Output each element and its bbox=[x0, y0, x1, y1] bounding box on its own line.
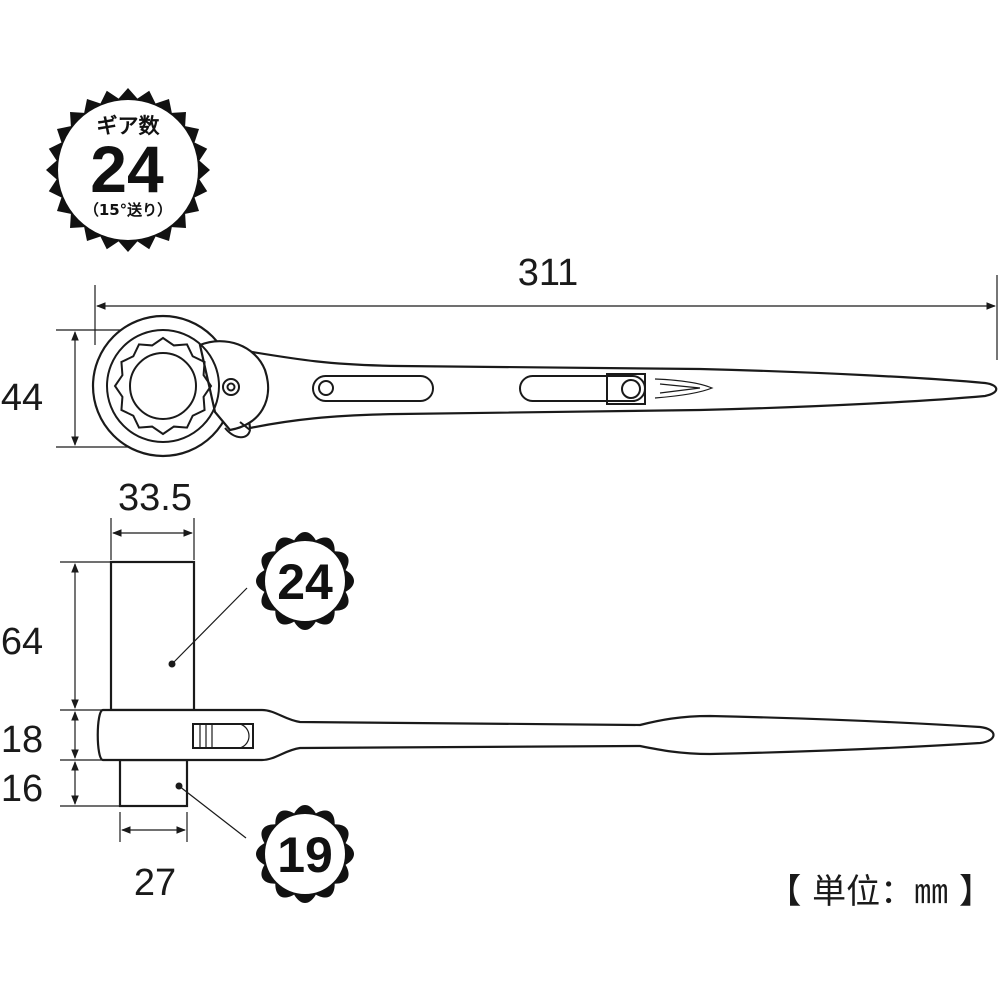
overall-length-label: 311 bbox=[518, 252, 579, 294]
small-socket-size: 19 bbox=[277, 827, 333, 883]
wrench-side-view bbox=[96, 560, 995, 808]
wrench-top-view bbox=[91, 314, 998, 458]
top-head-socket bbox=[113, 336, 213, 436]
dimension-socket-lengths: 64 18 16 bbox=[1, 561, 120, 810]
small-socket-callout: 19 bbox=[256, 805, 354, 903]
dimension-overall-length: 311 bbox=[94, 252, 998, 360]
gear-badge-face bbox=[58, 100, 198, 240]
socket-top-length-label: 64 bbox=[1, 621, 43, 663]
large-socket-callout: 24 bbox=[256, 532, 354, 630]
gear-count-badge: ギア数 24 （15°送り） bbox=[46, 88, 210, 252]
head-thickness-label: 18 bbox=[1, 719, 43, 761]
gear-count-value: 24 bbox=[90, 132, 164, 206]
unit-label: 【 単位：㎜ 】 bbox=[767, 872, 993, 912]
leader-large-socket bbox=[171, 587, 248, 665]
dimension-socket-width: 33.5 bbox=[110, 477, 195, 560]
dimension-socket-bottom-width: 27 bbox=[119, 812, 188, 904]
dimension-head-height: 44 bbox=[1, 329, 135, 448]
large-socket-size: 24 bbox=[277, 554, 333, 610]
socket-width-label: 33.5 bbox=[118, 477, 192, 519]
gear-count-label: ギア数 bbox=[97, 114, 161, 138]
socket-bottom-length-label: 16 bbox=[1, 768, 43, 810]
leader-small-socket bbox=[178, 785, 247, 839]
socket-bottom-width-label: 27 bbox=[134, 862, 176, 904]
head-height-label: 44 bbox=[1, 377, 43, 419]
gear-step-note: （15°送り） bbox=[84, 201, 172, 219]
